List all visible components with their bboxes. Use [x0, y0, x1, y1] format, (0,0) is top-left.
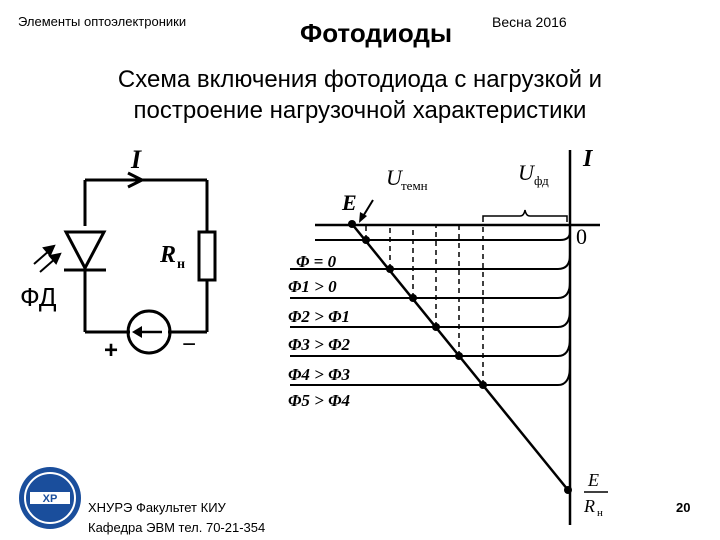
light-arrows — [33, 244, 62, 273]
curve-label-5: Φ5 > Φ4 — [288, 391, 350, 410]
current-arrow — [127, 171, 146, 189]
fraction-numerator: E — [587, 470, 599, 490]
u-dark-subscript: темн — [401, 178, 428, 193]
resistor — [197, 230, 217, 282]
curve-0 — [315, 231, 571, 241]
curve-1 — [290, 254, 571, 270]
curve-2 — [290, 281, 571, 299]
curve-label-0: Φ = 0 — [296, 252, 337, 271]
slide-subtitle: Схема включения фотодиода с нагрузкой и … — [0, 64, 720, 126]
current-label: I — [130, 145, 142, 174]
u-dark-label: U — [386, 165, 404, 190]
slide-title: Фотодиоды — [300, 18, 453, 48]
circuit-diagram: I R н ФД + − — [20, 145, 217, 364]
curve-label-3: Φ3 > Φ2 — [288, 335, 351, 354]
resistor-subscript: н — [177, 257, 185, 272]
subtitle-line-1: Схема включения фотодиода с нагрузкой и — [117, 66, 603, 93]
source-arrow — [132, 326, 142, 338]
u-fd-subscript: фд — [534, 173, 549, 188]
footer-faculty: ХНУРЭ Факультет КИУ — [88, 500, 226, 515]
fraction-denominator: R — [583, 496, 595, 516]
origin-zero: 0 — [576, 224, 587, 249]
dashed-projections — [365, 225, 484, 385]
curve-label-1: Φ1 > 0 — [288, 277, 337, 296]
logo-text: ХР — [43, 493, 58, 505]
e-arrow — [359, 212, 367, 223]
course-name: Элементы оптоэлектроники — [18, 14, 187, 29]
footer-department: Кафедра ЭВМ тел. 70-21-354 — [88, 520, 266, 535]
current-source — [126, 309, 172, 355]
curve-3 — [290, 309, 571, 328]
fraction-denominator-subscript: н — [597, 507, 603, 519]
u-fd-label: U — [518, 160, 536, 185]
curve-4 — [290, 337, 571, 357]
page-number: 20 — [676, 500, 691, 515]
iv-curves — [290, 231, 571, 386]
university-logo: ХР — [19, 467, 81, 529]
resistor-label: R — [159, 242, 176, 268]
diode-label: ФД — [20, 282, 57, 312]
curve-label-4: Φ4 > Φ3 — [288, 365, 351, 384]
curve-5 — [290, 365, 571, 386]
ufd-brace — [482, 209, 568, 222]
subtitle-line-2: построение нагрузочной характеристики — [133, 97, 587, 124]
plus-sign: + — [104, 337, 118, 364]
load-line-graph: I U темн U фд E 0 Φ = 0 Φ1 > 0 Φ2 > Φ1 Φ… — [288, 146, 608, 525]
e-label: E — [341, 190, 357, 215]
axis-current-label: I — [582, 146, 594, 172]
photodiode-symbol — [63, 230, 107, 272]
curve-label-2: Φ2 > Φ1 — [288, 307, 350, 326]
operating-points — [348, 220, 572, 494]
minus-sign: − — [182, 331, 196, 358]
season-label: Весна 2016 — [492, 14, 567, 30]
